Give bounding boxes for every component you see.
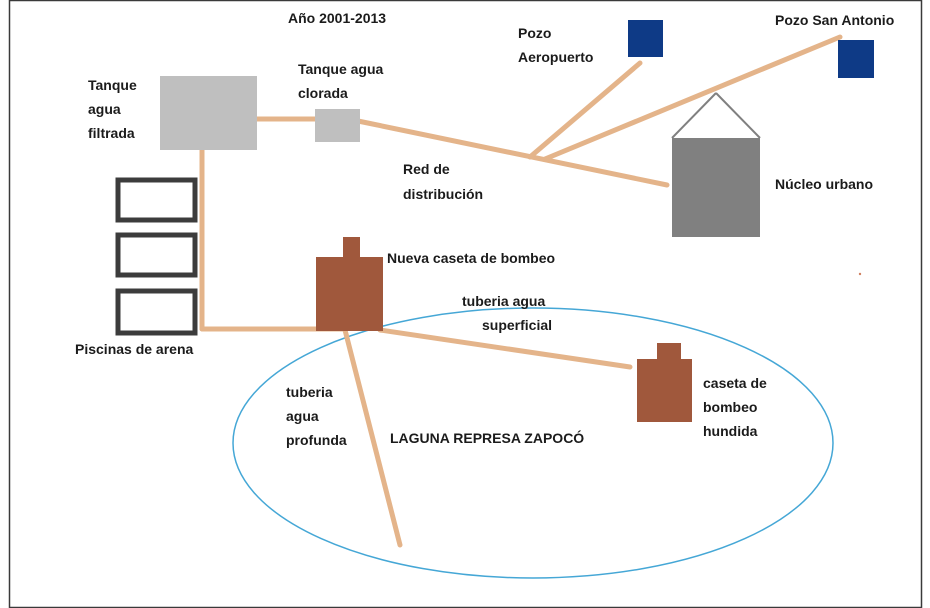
pipe-deep-water xyxy=(342,327,403,548)
airport-well-icon xyxy=(628,20,663,57)
pipe-san-antonio-well xyxy=(542,34,843,162)
pipe-network xyxy=(199,34,843,548)
sand-pool-1 xyxy=(115,177,198,223)
new-pump-house-icon xyxy=(316,237,383,331)
label-distribution-network: Red de distribución xyxy=(403,161,483,202)
label-chlorinated-tank: Tanque agua clorada xyxy=(298,61,387,101)
label-deep-pipe: tuberia agua profunda xyxy=(286,384,347,448)
label-surface-pipe: tuberia agua superficial xyxy=(462,293,552,333)
label-airport-well: Pozo Aeropuerto xyxy=(518,25,593,65)
label-sunken-pump-house: caseta de bombeo hundida xyxy=(703,375,771,439)
stray-dot xyxy=(858,272,862,276)
pipe-distribution-main xyxy=(355,118,670,188)
pipe-airport-well xyxy=(527,60,643,160)
sand-pool-2 xyxy=(115,232,198,278)
lagoon-ellipse xyxy=(232,307,834,579)
pipe-surface-water xyxy=(377,327,633,370)
urban-core-icon xyxy=(671,92,761,237)
sunken-pump-house-icon xyxy=(637,343,692,422)
label-filtered-tank: Tanque agua filtrada xyxy=(88,77,141,141)
san-antonio-well-icon xyxy=(838,40,874,78)
label-urban-core: Núcleo urbano xyxy=(775,176,873,192)
label-sand-pools: Piscinas de arena xyxy=(75,341,194,357)
label-san-antonio-well: Pozo San Antonio xyxy=(775,12,894,28)
label-lagoon: LAGUNA REPRESA ZAPOCÓ xyxy=(390,429,584,446)
label-new-pump-house: Nueva caseta de bombeo xyxy=(387,250,555,266)
filtered-water-tank xyxy=(160,76,257,150)
chlorinated-water-tank xyxy=(315,109,360,142)
diagram-title: Año 2001-2013 xyxy=(288,10,386,26)
sand-pool-3 xyxy=(115,288,198,336)
